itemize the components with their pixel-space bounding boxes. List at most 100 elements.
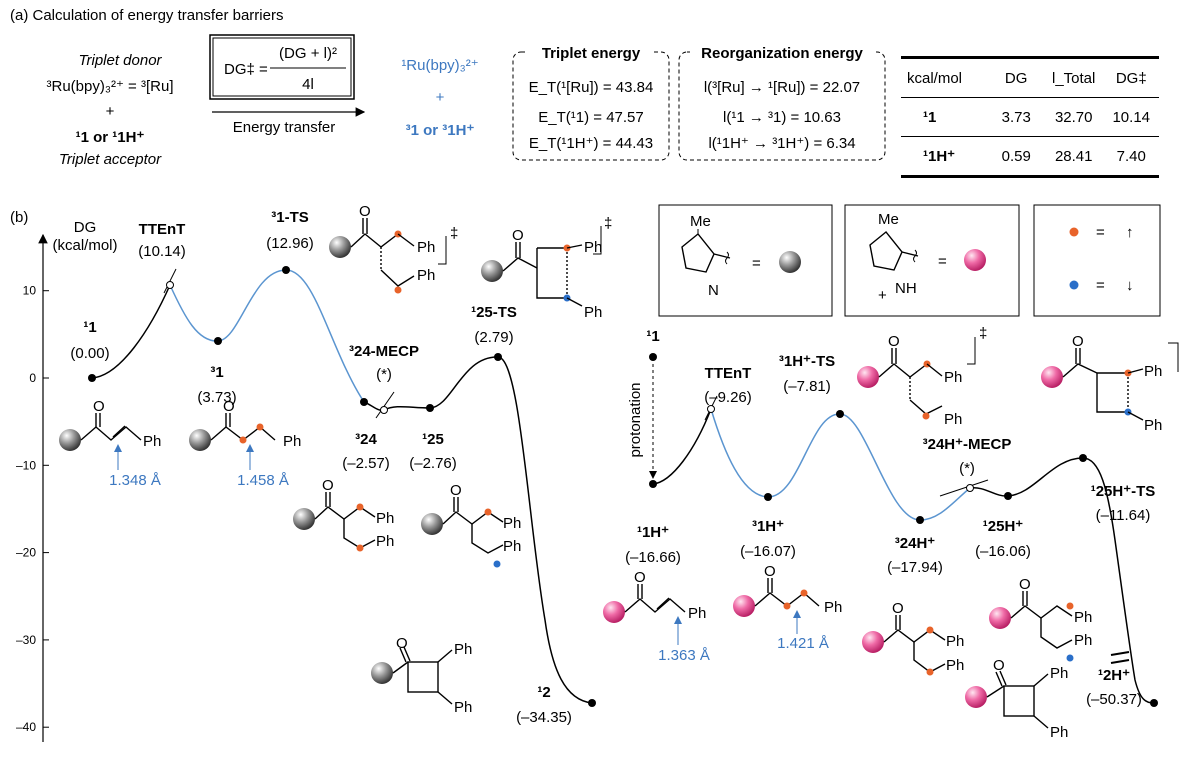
y-tick-label: –40 — [16, 720, 36, 734]
state-label: TTEnT — [705, 365, 752, 382]
table-cell: ¹1H⁺ — [923, 148, 956, 165]
state-energy: (3.73) — [197, 389, 236, 406]
state-energy: (–9.26) — [704, 389, 752, 406]
nh-label: NH — [895, 280, 917, 297]
equals-sign: = — [1096, 224, 1105, 241]
table-row: ¹1H⁺ 0.59 28.41 7.40 — [901, 136, 1159, 175]
phenyl-label: Ph — [1144, 417, 1162, 434]
phenyl-label: Ph — [143, 433, 161, 450]
y-axis-title-2: (kcal/mol) — [52, 237, 117, 254]
part-a-title: (a) Calculation of energy transfer barri… — [10, 7, 283, 24]
structure-1: O Ph 1.348 Å — [59, 398, 161, 489]
phenyl-label: Ph — [944, 411, 962, 428]
legend-neutral-imidazole: Me N = — [658, 204, 833, 317]
ts-dagger: ‡ — [979, 325, 987, 342]
triplet-line-1: E_T(¹[Ru]) = 43.84 — [529, 79, 654, 96]
energy-profile-right — [649, 358, 1155, 704]
state-energy: (–50.37) — [1086, 691, 1142, 708]
right-state-labels: ¹1 protonation ¹1H⁺ (–16.66) TTEnT (–9.2… — [625, 328, 1155, 708]
equals-sign: = — [752, 255, 761, 272]
state-energy: (–34.35) — [516, 709, 572, 726]
bond-length: 1.458 Å — [237, 472, 289, 489]
phenyl-label: Ph — [946, 657, 964, 674]
phenyl-label: Ph — [1050, 724, 1068, 741]
structure-11h: O Ph 1.363 Å — [603, 569, 710, 664]
nitrogen-label: N — [708, 282, 719, 299]
table-cell: 3.73 — [1001, 108, 1031, 126]
triplet-energy-box: Triplet energy E_T(¹[Ru]) = 43.84 E_T(¹1… — [512, 45, 670, 161]
state-energy: (–17.94) — [887, 559, 943, 576]
state-energy: (–2.57) — [342, 455, 390, 472]
state-energy: (–7.81) — [783, 378, 831, 395]
ts-dagger: ‡ — [604, 215, 612, 232]
oxygen-label: O — [450, 482, 462, 499]
gray-sphere — [779, 251, 801, 273]
table-row: ¹1 3.73 32.70 10.14 — [901, 97, 1159, 136]
product-plus: + — [436, 89, 445, 106]
methyl-label: Me — [878, 211, 899, 228]
table-cell: 28.41 — [1054, 147, 1093, 165]
reorg-title: Reorganization energy — [701, 45, 863, 62]
product-formula: ¹Ru(bpy)₃²⁺ — [401, 57, 478, 74]
oxygen-label: O — [993, 657, 1005, 674]
state-energy: (*) — [376, 366, 392, 383]
y-tick-label: 0 — [29, 371, 36, 385]
donor-formula: ³Ru(bpy)₃²⁺ = ³[Ru] — [47, 78, 174, 95]
oxygen-label: O — [396, 635, 408, 652]
structure-324h: O Ph Ph — [862, 600, 964, 676]
structure-12: O Ph Ph — [371, 635, 472, 716]
equation-lhs: DG‡ = — [224, 61, 268, 78]
structure-125h: O Ph Ph — [989, 576, 1092, 662]
phenyl-label: Ph — [944, 369, 962, 386]
state-energy: (–2.76) — [409, 455, 457, 472]
energy-transfer-label: Energy transfer — [233, 119, 336, 136]
state-energy: (10.14) — [138, 243, 186, 260]
oxygen-label: O — [892, 600, 904, 617]
acceptor-label: Triplet acceptor — [59, 151, 162, 168]
reorg-line-3: l(¹1H⁺ → ³1H⁺) = 6.34 — [708, 135, 855, 152]
phenyl-label: Ph — [1050, 665, 1068, 682]
state-label: ¹1H⁺ — [637, 524, 669, 541]
structure-31: O Ph 1.458 Å — [189, 398, 301, 489]
phenyl-label: Ph — [503, 538, 521, 555]
part-b-label: (b) — [10, 209, 28, 226]
structure-324: O Ph Ph — [293, 477, 394, 552]
phenyl-label: Ph — [376, 510, 394, 527]
phenyl-label: Ph — [503, 515, 521, 532]
phenyl-label: Ph — [584, 304, 602, 321]
phenyl-label: Ph — [1074, 632, 1092, 649]
oxygen-label: O — [512, 227, 524, 244]
structure-12h: O Ph Ph — [965, 657, 1068, 741]
state-label: ³1H⁺ — [752, 518, 784, 535]
legend-spin: = ↑ = ↓ — [1033, 204, 1161, 317]
reorg-line-2: l(¹1 → ³1) = 10.63 — [723, 109, 841, 126]
bond-length: 1.421 Å — [777, 635, 829, 652]
phenyl-label: Ph — [454, 699, 472, 716]
oxygen-label: O — [1019, 576, 1031, 593]
phenyl-label: Ph — [1144, 363, 1162, 380]
state-energy: (–16.07) — [740, 543, 796, 560]
reorganization-energy-box: Reorganization energy l(³[Ru] → ¹[Ru]) =… — [678, 45, 886, 161]
y-tick-label: –30 — [16, 633, 36, 647]
state-energy: (2.79) — [474, 329, 513, 346]
phenyl-label: Ph — [376, 533, 394, 550]
phenyl-label: Ph — [283, 433, 301, 450]
triplet-line-2: E_T(¹1) = 47.57 — [538, 109, 643, 126]
acceptor-formula: ¹1 or ¹1H⁺ — [76, 129, 145, 146]
legend-protonated-imidazole: Me NH + = — [844, 204, 1020, 317]
y-axis-title-1: DG — [74, 219, 97, 236]
table-header: l_Total — [1052, 69, 1096, 87]
equals-sign: = — [1096, 277, 1105, 294]
donor-label: Triplet donor — [78, 52, 162, 69]
phenyl-label: Ph — [454, 641, 472, 658]
phenyl-label: Ph — [1074, 609, 1092, 626]
oxygen-label: O — [764, 563, 776, 580]
ts-dagger: ‡ — [450, 225, 458, 242]
structure-31-ts: O Ph Ph ‡ — [329, 203, 458, 294]
structure-31h: O Ph 1.421 Å — [733, 563, 842, 652]
spin-up-arrow: ↑ — [1126, 224, 1134, 241]
phenyl-label: Ph — [688, 605, 706, 622]
table-header: DG‡ — [1115, 69, 1147, 87]
